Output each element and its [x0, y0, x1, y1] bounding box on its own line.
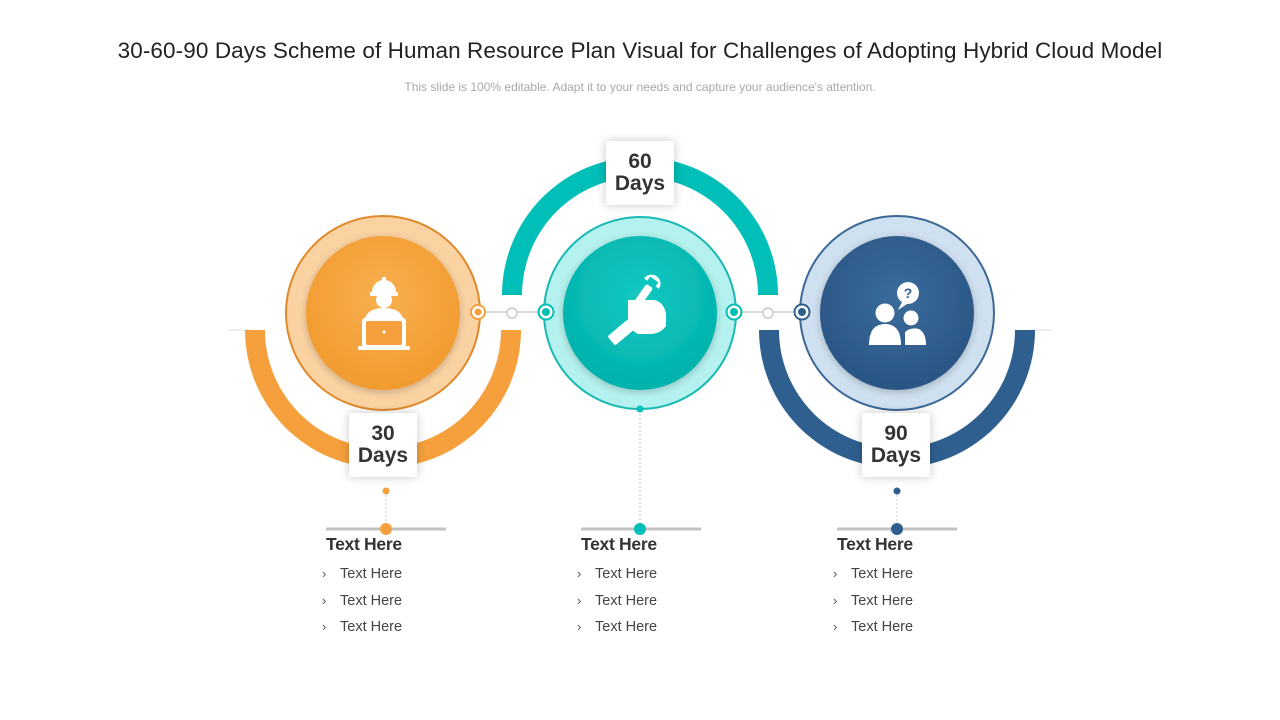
tab-30-unit: Days	[357, 444, 409, 467]
worker-laptop-icon	[358, 277, 410, 350]
text-column-90: Text Here ›Text Here ›Text Here ›Text He…	[833, 534, 1033, 643]
column-dot	[634, 523, 646, 535]
hand-wrench-icon	[608, 274, 666, 345]
page-subtitle: This slide is 100% editable. Adapt it to…	[404, 80, 876, 94]
tab-90-unit: Days	[870, 444, 922, 467]
tab-60-unit: Days	[614, 172, 666, 195]
chevron-right-icon: ›	[577, 619, 582, 634]
connector-dot	[506, 307, 518, 319]
node-dot	[798, 308, 806, 316]
svg-text:?: ?	[904, 285, 913, 301]
leader-dot	[382, 487, 390, 495]
chevron-right-icon: ›	[322, 592, 327, 608]
column-dot	[380, 523, 392, 535]
tab-30-number: 30	[371, 422, 395, 445]
connector-dot	[762, 307, 774, 319]
tab-60-number: 60	[628, 150, 652, 173]
node-dot	[542, 308, 550, 316]
people-question-icon: ?	[869, 282, 926, 345]
tab-60-days: 60 Days	[606, 141, 674, 205]
list-item: ›Text Here	[833, 590, 1033, 617]
chevron-right-icon: ›	[577, 592, 582, 608]
chevron-right-icon: ›	[577, 566, 582, 581]
chevron-right-icon: ›	[833, 592, 838, 608]
page-title: 30-60-90 Days Scheme of Human Resource P…	[117, 38, 1163, 63]
leader-dot	[636, 405, 644, 413]
column-dot	[891, 523, 903, 535]
list-item: ›Text Here	[577, 590, 777, 617]
chevron-right-icon: ›	[322, 566, 327, 581]
band-90-days	[759, 330, 1035, 468]
chevron-right-icon: ›	[833, 619, 838, 634]
list-item: ›Text Here	[577, 563, 777, 590]
leader-dot	[893, 487, 901, 495]
node-dot	[474, 308, 482, 316]
list-item: ›Text Here	[322, 563, 522, 590]
text-column-60: Text Here ›Text Here ›Text Here ›Text He…	[577, 534, 777, 643]
tab-90-days: 90 Days	[862, 413, 930, 477]
list-item: ›Text Here	[833, 563, 1033, 590]
band-60-days	[502, 157, 778, 295]
column-heading: Text Here	[837, 534, 913, 554]
tab-30-days: 30 Days	[349, 413, 417, 477]
band-30-days	[245, 330, 521, 468]
list-item: ›Text Here	[577, 616, 777, 643]
chevron-right-icon: ›	[322, 619, 327, 634]
list-item: ›Text Here	[322, 616, 522, 643]
stage-circle-90	[799, 215, 995, 411]
chevron-right-icon: ›	[833, 566, 838, 581]
node-dot	[730, 308, 738, 316]
list-item: ›Text Here	[322, 590, 522, 617]
list-item: ›Text Here	[833, 616, 1033, 643]
text-column-30: Text Here ›Text Here ›Text Here ›Text He…	[322, 534, 522, 643]
tab-90-number: 90	[884, 422, 908, 445]
column-heading: Text Here	[581, 534, 657, 554]
column-heading: Text Here	[326, 534, 402, 554]
